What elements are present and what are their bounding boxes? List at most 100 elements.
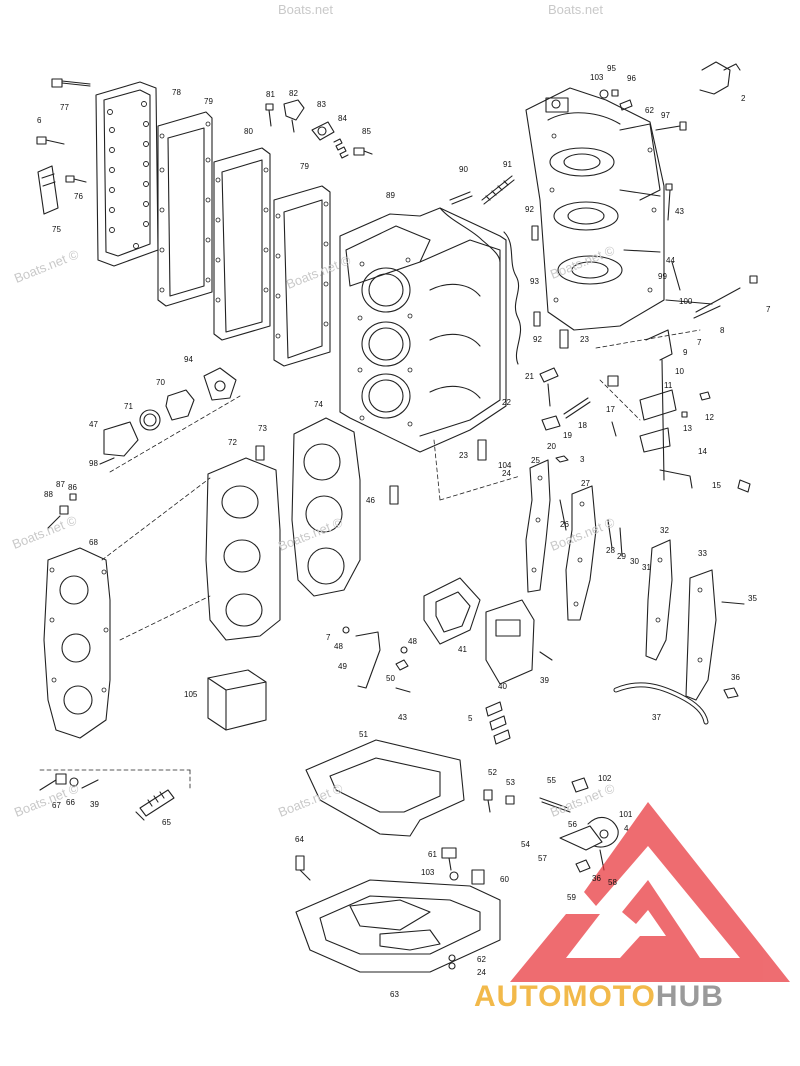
- exhaust-cover-78-drawing: [95, 81, 159, 267]
- callout-92b: 92: [533, 335, 542, 344]
- callout-72: 72: [228, 438, 237, 447]
- callout-84: 84: [338, 114, 347, 123]
- callout-22: 22: [502, 398, 511, 407]
- watermark-top-right: Boats.net: [548, 2, 603, 17]
- water-cover-68-drawing: [43, 547, 111, 739]
- callout-99: 99: [658, 272, 667, 281]
- callout-90: 90: [459, 165, 468, 174]
- callout-94: 94: [184, 355, 193, 364]
- logo-part-2: HUB: [655, 980, 724, 1013]
- bolt-6-drawing: [36, 136, 65, 145]
- callout-93: 93: [530, 277, 539, 286]
- crankcase-drawing: [525, 87, 665, 331]
- callout-63: 63: [390, 990, 399, 999]
- fittings-81-85-drawing: [265, 99, 373, 159]
- callout-20: 20: [547, 442, 556, 451]
- callout-43b: 43: [398, 713, 407, 722]
- callout-87: 87: [56, 480, 65, 489]
- callout-14: 14: [698, 447, 707, 456]
- callout-32: 32: [660, 526, 669, 535]
- small-parts-95-97-drawing: [599, 89, 687, 131]
- callout-44: 44: [666, 256, 675, 265]
- callout-62: 62: [645, 106, 654, 115]
- callout-58: 58: [608, 878, 617, 887]
- logo-triangle: [510, 802, 790, 982]
- callout-86: 86: [68, 483, 77, 492]
- callout-7: 7: [766, 305, 771, 314]
- callout-62b: 62: [477, 955, 486, 964]
- callout-57: 57: [538, 854, 547, 863]
- callout-56: 56: [568, 820, 577, 829]
- callout-73: 73: [258, 424, 267, 433]
- callout-23b: 23: [459, 451, 468, 460]
- callout-66: 66: [66, 798, 75, 807]
- callout-53: 53: [506, 778, 515, 787]
- cylinder-block-89-drawing: [339, 207, 522, 453]
- callout-92: 92: [525, 205, 534, 214]
- brackets-25-27-drawing: [525, 459, 597, 621]
- callout-27: 27: [581, 479, 590, 488]
- callout-10: 10: [675, 367, 684, 376]
- callout-67: 67: [52, 801, 61, 810]
- callout-29: 29: [617, 552, 626, 561]
- callout-81: 81: [266, 90, 275, 99]
- callout-49: 49: [338, 662, 347, 671]
- callout-70: 70: [156, 378, 165, 387]
- callout-61: 61: [428, 850, 437, 859]
- callout-97: 97: [661, 111, 670, 120]
- logo-wordmark: AUTOMOTOHUB: [474, 980, 724, 1014]
- callout-31: 31: [642, 563, 651, 572]
- plate-75-drawing: [37, 165, 59, 215]
- callout-76: 76: [74, 192, 83, 201]
- screw-76-drawing: [65, 175, 87, 183]
- callout-7c: 7: [326, 633, 331, 642]
- callout-4: 4: [624, 824, 629, 833]
- callout-48: 48: [334, 642, 343, 651]
- callout-77: 77: [60, 103, 69, 112]
- callout-59: 59: [567, 893, 576, 902]
- callout-82: 82: [289, 89, 298, 98]
- callout-23: 23: [580, 335, 589, 344]
- exhaust-plate-80-drawing: [213, 147, 271, 341]
- callout-2: 2: [741, 94, 746, 103]
- callout-65: 65: [162, 818, 171, 827]
- callout-36b: 36: [592, 874, 601, 883]
- callout-7b: 7: [697, 338, 702, 347]
- callout-74: 74: [314, 400, 323, 409]
- callout-40: 40: [498, 682, 507, 691]
- thermostat-group-drawing: [99, 367, 237, 465]
- watermark-top: Boats.net: [278, 2, 333, 17]
- callout-103b: 103: [421, 868, 435, 877]
- callout-24b: 24: [477, 968, 486, 977]
- callout-105: 105: [184, 690, 198, 699]
- callout-15: 15: [712, 481, 721, 490]
- callout-96: 96: [627, 74, 636, 83]
- callout-89: 89: [386, 191, 395, 200]
- callout-85: 85: [362, 127, 371, 136]
- callout-80: 80: [244, 127, 253, 136]
- bracket-2-drawing: [699, 61, 731, 95]
- callout-52: 52: [488, 768, 497, 777]
- callout-71: 71: [124, 402, 133, 411]
- callout-54: 54: [521, 840, 530, 849]
- callout-79b: 79: [300, 162, 309, 171]
- callout-8: 8: [720, 326, 725, 335]
- callout-88: 88: [44, 490, 53, 499]
- water-jacket-72-drawing: [205, 457, 281, 641]
- head-gasket-74-drawing: [291, 417, 361, 597]
- callout-13: 13: [683, 424, 692, 433]
- studs-90-91-drawing: [449, 175, 515, 205]
- callout-25: 25: [531, 456, 540, 465]
- linkage-bracket-drawing: [607, 329, 751, 493]
- callout-17: 17: [606, 405, 615, 414]
- callout-55: 55: [547, 776, 556, 785]
- callout-48b: 48: [408, 637, 417, 646]
- callout-3: 3: [580, 455, 585, 464]
- callout-41: 41: [458, 645, 467, 654]
- callout-100: 100: [679, 297, 693, 306]
- callout-47: 47: [89, 420, 98, 429]
- callout-39b: 39: [90, 800, 99, 809]
- callout-37: 37: [652, 713, 661, 722]
- adapter-gasket-51-drawing: [305, 739, 465, 837]
